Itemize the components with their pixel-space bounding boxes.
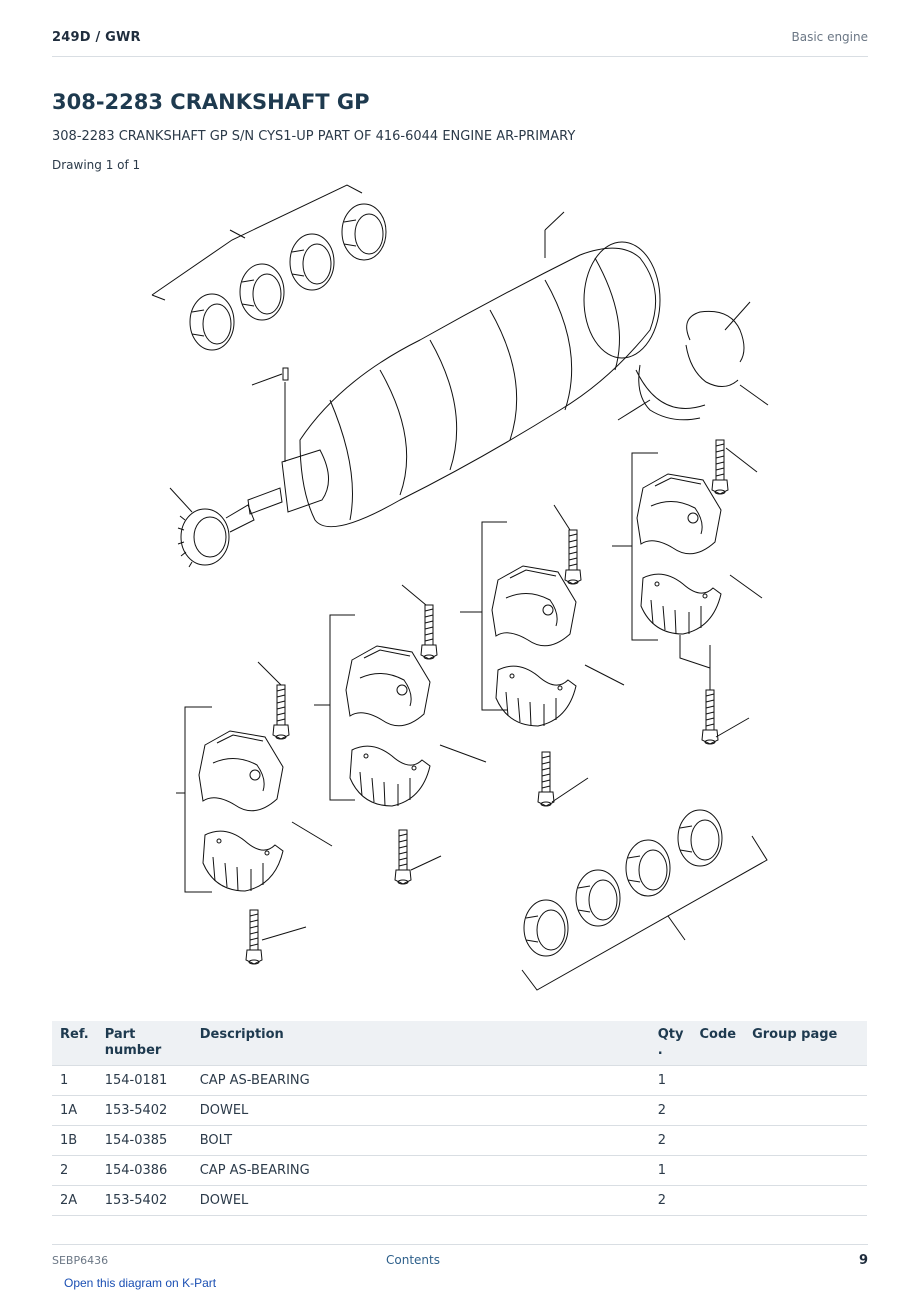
drawing-label: Drawing 1 of 1: [52, 158, 141, 172]
table-row: 1B 154-0385 BOLT 2: [52, 1125, 867, 1156]
crankshaft: [247, 211, 661, 528]
cap-assembly-4: [612, 439, 763, 745]
model-label: 249D / GWR: [52, 30, 141, 45]
qty-cell: 2: [649, 1185, 692, 1216]
group-page-cell: [744, 1095, 867, 1126]
col-group-page: Group page: [744, 1021, 867, 1066]
col-part-number: Part number: [96, 1021, 192, 1066]
qty-cell: 2: [649, 1095, 692, 1126]
upper-bearing-shells: [151, 184, 387, 351]
code-cell: [691, 1065, 745, 1096]
open-kpart-link[interactable]: Open this diagram on K-Part: [64, 1276, 217, 1290]
col-qty: Qty .: [649, 1021, 692, 1066]
group-page-cell: [744, 1155, 867, 1186]
col-code: Code: [691, 1021, 745, 1066]
code-cell: [691, 1155, 745, 1186]
description-cell: BOLT: [191, 1125, 650, 1156]
table-row: 2A 153-5402 DOWEL 2: [52, 1185, 867, 1216]
ref-cell: 2: [52, 1155, 97, 1186]
part-number-cell: 154-0386: [96, 1155, 192, 1186]
page-header: 249D / GWR Basic engine: [52, 28, 868, 57]
ref-cell: 2A: [52, 1185, 97, 1216]
crankshaft-gear: [169, 487, 255, 568]
page-number: 9: [858, 1253, 868, 1268]
ref-cell: 1B: [52, 1125, 97, 1156]
section-label: Basic engine: [791, 30, 868, 44]
contents-link[interactable]: Contents: [386, 1253, 440, 1267]
group-page-cell: [744, 1125, 867, 1156]
part-number-cell: 153-5402: [96, 1185, 192, 1216]
crank-dowel: [251, 367, 289, 462]
ref-cell: 1A: [52, 1095, 97, 1126]
table-row: 2 154-0386 CAP AS-BEARING 1: [52, 1155, 867, 1186]
page-footer: SEBP6436 Contents 9: [52, 1244, 868, 1273]
qty-cell: 1: [649, 1065, 692, 1096]
thrust-washers: [617, 301, 769, 421]
code-cell: [691, 1185, 745, 1216]
crankshaft-exploded-diagram: [151, 184, 769, 991]
description-cell: CAP AS-BEARING: [191, 1065, 650, 1096]
table-row: 1A 153-5402 DOWEL 2: [52, 1095, 867, 1126]
cap-assembly-1: [176, 661, 333, 965]
parts-table-header: Ref. Part number Description Qty . Code …: [52, 1021, 867, 1066]
col-description: Description: [191, 1021, 650, 1066]
description-cell: CAP AS-BEARING: [191, 1155, 650, 1186]
parts-table: Ref. Part number Description Qty . Code …: [52, 1021, 867, 1216]
group-page-cell: [744, 1185, 867, 1216]
page-subtitle: 308-2283 CRANKSHAFT GP S/N CYS1-UP PART …: [52, 129, 576, 144]
code-cell: [691, 1095, 745, 1126]
page-title: 308-2283 CRANKSHAFT GP: [52, 90, 370, 114]
document-id: SEBP6436: [52, 1254, 109, 1267]
group-page-cell: [744, 1065, 867, 1096]
code-cell: [691, 1125, 745, 1156]
col-ref: Ref.: [52, 1021, 97, 1066]
cap-assembly-2: [314, 584, 487, 885]
description-cell: DOWEL: [191, 1095, 650, 1126]
ref-cell: 1: [52, 1065, 97, 1096]
qty-cell: 2: [649, 1125, 692, 1156]
qty-cell: 1: [649, 1155, 692, 1186]
description-cell: DOWEL: [191, 1185, 650, 1216]
lower-bearing-shells: [521, 809, 768, 991]
table-row: 1 154-0181 CAP AS-BEARING 1: [52, 1065, 867, 1096]
part-number-cell: 154-0385: [96, 1125, 192, 1156]
part-number-cell: 153-5402: [96, 1095, 192, 1126]
cap-assembly-3: [460, 504, 625, 807]
part-number-cell: 154-0181: [96, 1065, 192, 1096]
